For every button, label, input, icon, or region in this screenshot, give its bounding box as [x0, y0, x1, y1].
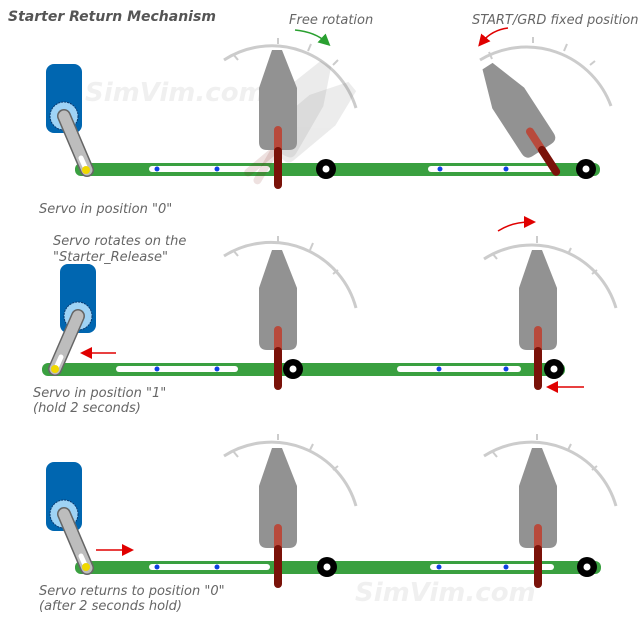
rivet — [154, 366, 160, 372]
slot — [428, 166, 554, 172]
rivet — [436, 366, 442, 372]
pivot-wheel — [544, 359, 564, 379]
rivet — [154, 564, 160, 570]
release-label-line1: Servo rotates on the — [53, 234, 186, 249]
slot — [149, 166, 270, 172]
slot — [430, 564, 554, 570]
panel-3: Servo returns to position "0" (after 2 s… — [39, 434, 618, 614]
free-rotation-label: Free rotation — [289, 13, 373, 28]
rivet — [503, 366, 509, 372]
slot — [149, 564, 270, 570]
servo — [46, 462, 94, 575]
dial-arc-left — [223, 241, 358, 309]
dial-ticks-left — [232, 38, 339, 66]
pivot-wheel — [576, 159, 596, 179]
rotary-knob-right — [519, 448, 557, 588]
slot — [116, 366, 238, 372]
panel-2: Servo rotates on the "Starter_Release" — [33, 216, 618, 416]
pivot-wheel — [316, 159, 336, 179]
rivet — [437, 166, 443, 172]
dial-ticks-right — [488, 37, 596, 66]
pivot-wheel — [317, 557, 337, 577]
rivet — [214, 564, 220, 570]
rivet — [214, 166, 220, 172]
rivet — [436, 564, 442, 570]
red-rotation-arrow-icon — [497, 216, 536, 232]
rivet — [503, 564, 509, 570]
dial-arc-left — [223, 44, 358, 109]
rivet — [154, 166, 160, 172]
servo-pin — [82, 166, 90, 174]
servo-pin — [51, 365, 59, 373]
rotary-knob-right — [519, 250, 557, 390]
servo-state-label: Servo returns to position "0" — [39, 584, 225, 599]
rivet — [503, 166, 509, 172]
dial-arc-right — [479, 45, 613, 107]
dial-ticks-left — [232, 236, 339, 275]
servo-state-sublabel: (hold 2 seconds) — [33, 401, 141, 416]
servo-pin — [82, 563, 90, 571]
dial-arc-right — [483, 243, 618, 309]
dial-ticks-right — [491, 434, 598, 471]
servo-state-label: Servo in position "0" — [39, 202, 172, 217]
rotary-knob-left — [259, 448, 297, 588]
servo — [46, 64, 94, 177]
pivot-wheel — [577, 557, 597, 577]
panel-1: Free rotation START/GRD fixed position — [39, 13, 638, 217]
dial-ticks-left — [232, 434, 339, 471]
red-rotation-arrow-icon — [478, 27, 509, 47]
slot — [397, 366, 521, 372]
servo — [48, 264, 96, 376]
diagram-title: Starter Return Mechanism — [8, 9, 216, 25]
rotary-knob-left — [259, 250, 297, 390]
start-grd-label: START/GRD fixed position — [472, 13, 638, 28]
servo-state-sublabel: (after 2 seconds hold) — [39, 599, 182, 614]
green-rotation-arrow-icon — [294, 29, 331, 47]
watermark: SimVim.com — [355, 578, 536, 608]
servo-state-label: Servo in position "1" — [33, 386, 166, 401]
release-label-line2: "Starter_Release" — [53, 250, 168, 265]
pivot-wheel — [283, 359, 303, 379]
rotary-knob-right — [482, 62, 561, 176]
rivet — [214, 366, 220, 372]
rotary-knob-left — [259, 50, 297, 189]
dial-ticks-right — [491, 236, 598, 275]
dial-arc-right — [483, 440, 618, 507]
dial-arc-left — [223, 440, 358, 507]
watermark: SimVim.com — [85, 78, 266, 108]
